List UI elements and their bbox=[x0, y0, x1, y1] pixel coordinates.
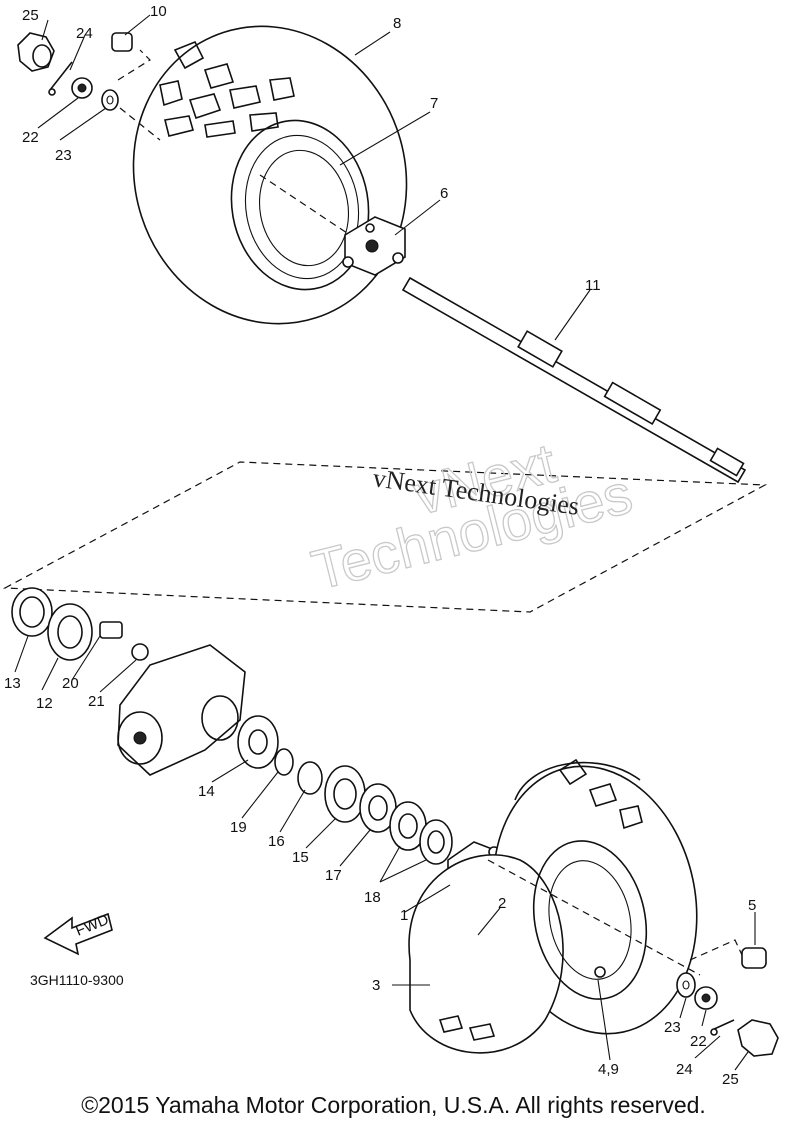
assembly-guide bbox=[2, 461, 768, 613]
callout-23-upper: 23 bbox=[55, 147, 72, 164]
callout-20: 20 bbox=[62, 675, 79, 692]
lower-left-parts bbox=[11, 587, 279, 776]
diagram-code: 3GH1110-9300 bbox=[30, 972, 124, 988]
callout-23-lower: 23 bbox=[664, 1019, 681, 1036]
callout-21: 21 bbox=[88, 693, 105, 710]
callout-5: 5 bbox=[748, 897, 756, 914]
callout-17: 17 bbox=[325, 867, 342, 884]
callout-24-lower: 24 bbox=[676, 1061, 693, 1078]
callout-13: 13 bbox=[4, 675, 21, 692]
callout-15: 15 bbox=[292, 849, 309, 866]
callout-14: 14 bbox=[198, 783, 215, 800]
callout-12: 12 bbox=[36, 695, 53, 712]
callout-1: 1 bbox=[400, 907, 408, 924]
wheel-hub-upper bbox=[342, 216, 406, 276]
upper-tire bbox=[132, 25, 408, 325]
callout-4-9: 4,9 bbox=[598, 1061, 619, 1078]
callout-7: 7 bbox=[430, 95, 438, 112]
callout-24-upper: 24 bbox=[76, 25, 93, 42]
callout-6: 6 bbox=[440, 185, 448, 202]
lower-hardware bbox=[594, 947, 779, 1057]
rear-wheel-exploded-diagram: FWD 3GH1110-9300 8 7 bbox=[2, 3, 779, 1088]
bearing-row bbox=[274, 748, 453, 865]
callout-25-lower: 25 bbox=[722, 1071, 739, 1088]
callout-8: 8 bbox=[393, 15, 401, 32]
tread-blocks bbox=[159, 40, 295, 138]
callout-22-lower: 22 bbox=[690, 1033, 707, 1050]
callout-10: 10 bbox=[150, 3, 167, 20]
fwd-arrow-icon: FWD bbox=[43, 911, 113, 956]
callout-16: 16 bbox=[268, 833, 285, 850]
watermark: vNext Technologies vNext Technologies bbox=[305, 430, 639, 602]
callout-labels: 8 7 6 11 10 25 24 22 23 13 12 20 21 14 1… bbox=[4, 3, 756, 1088]
leader-lines bbox=[14, 14, 756, 1071]
callout-25-upper: 25 bbox=[22, 7, 39, 24]
callout-3: 3 bbox=[372, 977, 380, 994]
callout-19: 19 bbox=[230, 819, 247, 836]
callout-2: 2 bbox=[498, 895, 506, 912]
callout-18: 18 bbox=[364, 889, 381, 906]
callout-11: 11 bbox=[585, 277, 601, 294]
rear-axle bbox=[401, 276, 747, 484]
lower-tire bbox=[408, 758, 698, 1054]
copyright-notice: ©2015 Yamaha Motor Corporation, U.S.A. A… bbox=[81, 1092, 706, 1118]
upper-hardware bbox=[17, 32, 133, 111]
callout-22-upper: 22 bbox=[22, 129, 39, 146]
